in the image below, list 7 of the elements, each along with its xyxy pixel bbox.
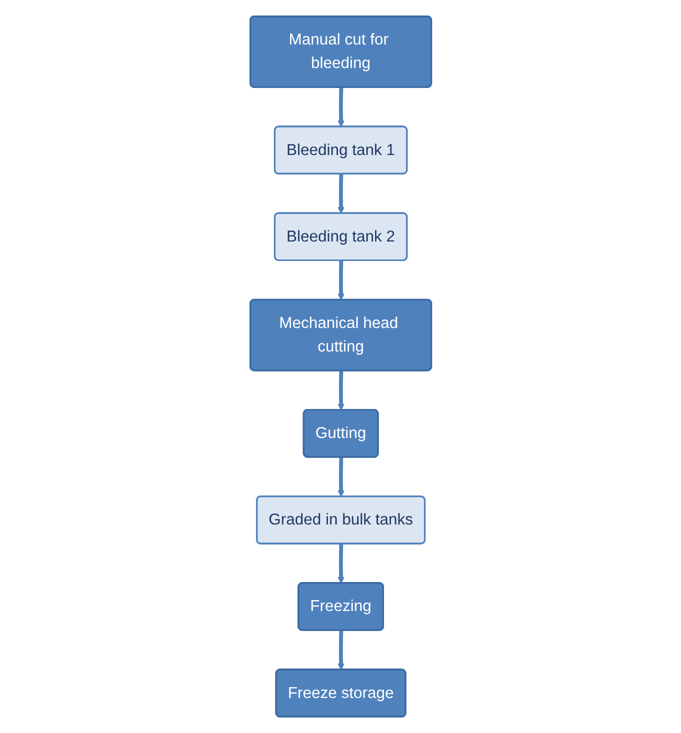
arrow [337, 457, 344, 498]
arrow [337, 87, 344, 128]
arrow [337, 174, 344, 214]
arrow [337, 260, 344, 300]
arrow [337, 630, 344, 670]
arrow [337, 544, 344, 584]
arrow [337, 370, 344, 410]
